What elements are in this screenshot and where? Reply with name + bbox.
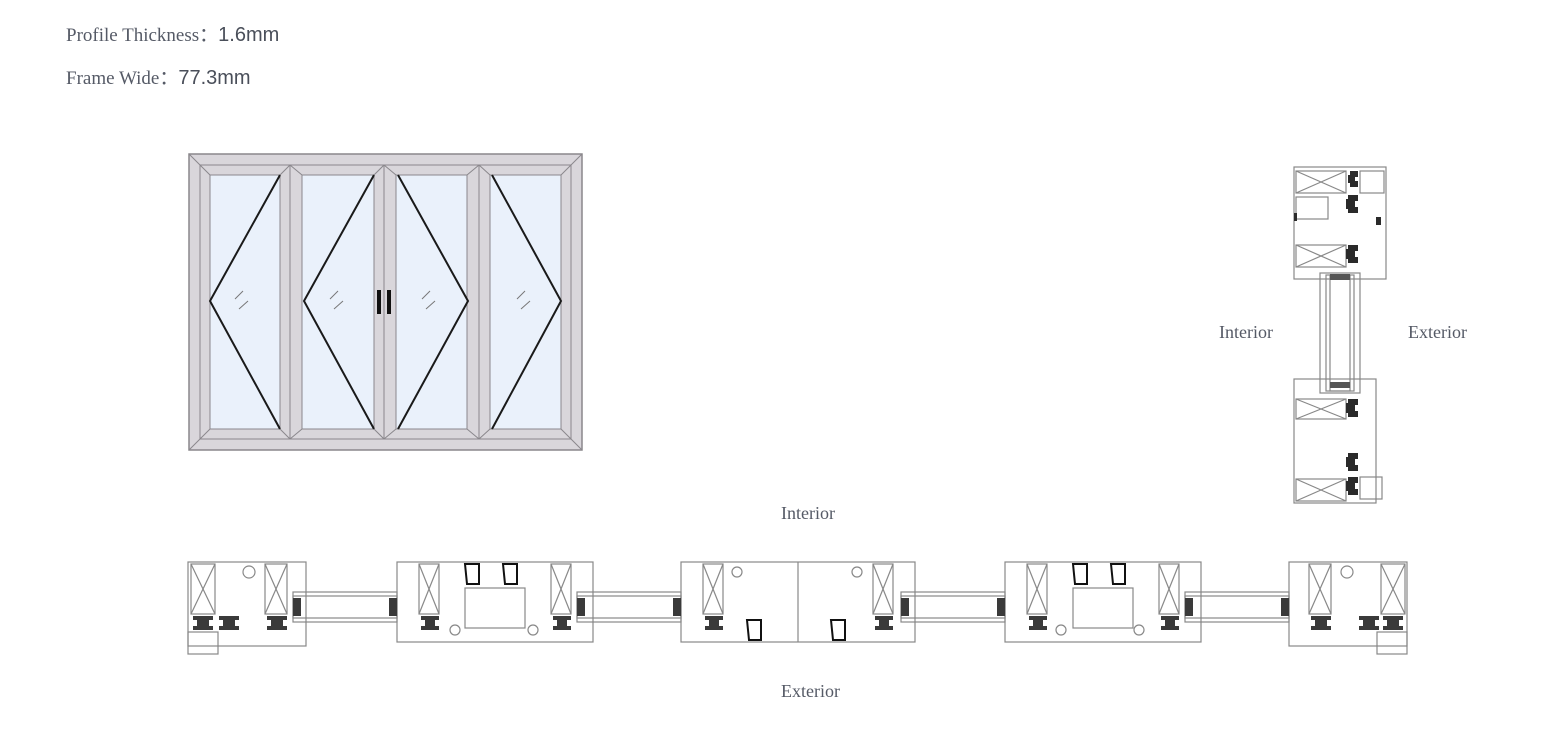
panel-2 xyxy=(289,164,385,440)
horizontal-section-interior-label: Interior xyxy=(781,503,835,523)
panel-4 xyxy=(478,164,572,440)
profile-thickness-label: Profile Thickness： xyxy=(66,25,219,46)
profile-thickness-value: 1.6mm xyxy=(218,24,280,46)
vertical-section-drawing xyxy=(1293,166,1387,504)
profile-thickness-spec: Profile Thickness：1.6mm xyxy=(66,20,279,47)
horizontal-section-exterior-label: Exterior xyxy=(781,681,840,701)
frame-wide-label: Frame Wide： xyxy=(66,68,179,89)
vertical-section-exterior-label: Exterior xyxy=(1408,322,1467,342)
vertical-section-interior-label: Interior xyxy=(1219,322,1273,342)
frame-wide-spec: Frame Wide：77.3mm xyxy=(66,63,251,90)
horizontal-section-drawing xyxy=(187,561,1408,655)
frame-wide-value: 77.3mm xyxy=(178,67,251,89)
door-elevation-drawing xyxy=(188,153,583,451)
panel-3 xyxy=(383,164,480,440)
handle-left-icon xyxy=(377,290,381,314)
handle-right-icon xyxy=(387,290,391,314)
panel-1 xyxy=(199,164,291,440)
